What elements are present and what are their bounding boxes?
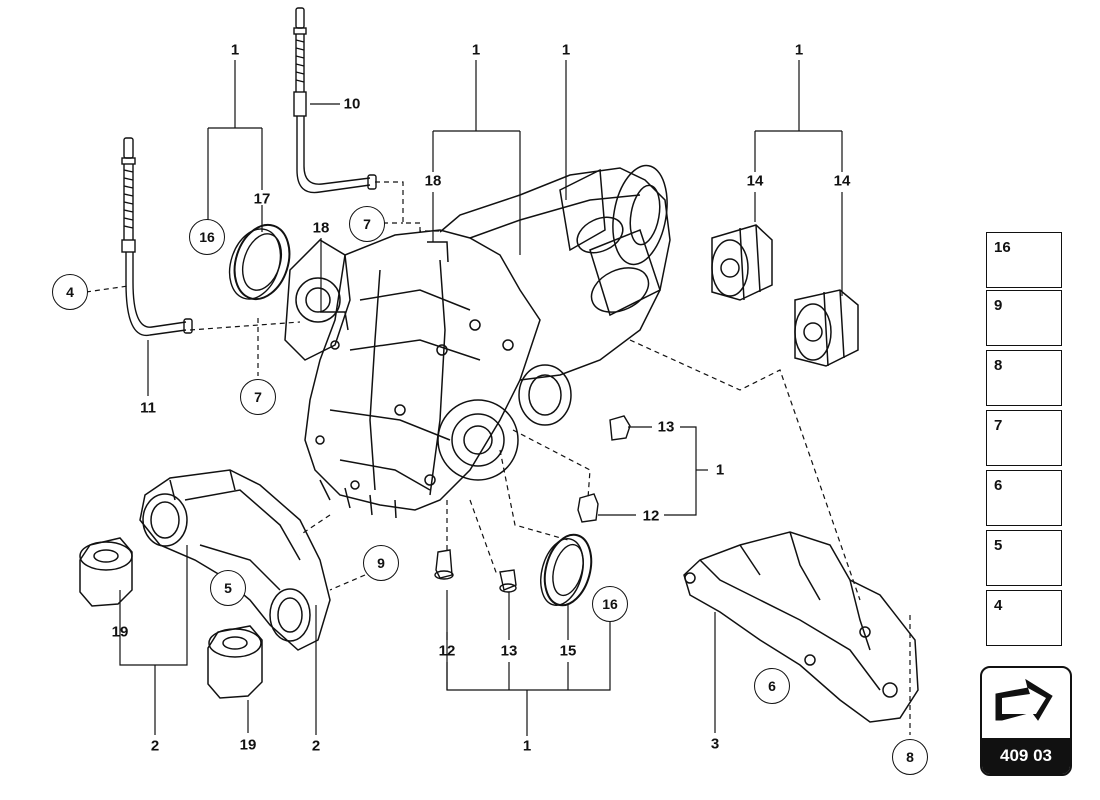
seal-ring-15: [540, 533, 593, 607]
gearbox-housing: [284, 164, 671, 519]
mount-19-upper: [79, 537, 133, 607]
circled-callout-4: 4: [52, 274, 88, 310]
direction-arrow-icon: [995, 678, 1053, 721]
legend-item: 9: [986, 290, 1062, 346]
page-badge: 409 03: [980, 666, 1072, 776]
callout-12: 12: [642, 507, 660, 525]
callout-10: 10: [343, 95, 361, 113]
legend-item: 4: [986, 590, 1062, 646]
callout-1: 1: [471, 41, 481, 59]
page-code: 409 03: [982, 738, 1070, 774]
plugs: [434, 415, 631, 593]
callout-12: 12: [438, 642, 456, 660]
callout-14: 14: [746, 172, 764, 190]
legend-number: 16: [994, 239, 1011, 256]
legend-item: 6: [986, 470, 1062, 526]
legend-number: 5: [994, 537, 1003, 554]
callout-18: 18: [424, 172, 442, 190]
bracket-3: [683, 531, 919, 723]
mount-14-lower: [794, 289, 859, 367]
legend-item: 7: [986, 410, 1062, 466]
legend-item: 5: [986, 530, 1062, 586]
callout-14: 14: [833, 172, 851, 190]
callout-15: 15: [559, 642, 577, 660]
legend-number: 6: [994, 477, 1003, 494]
legend-number: 9: [994, 297, 1003, 314]
circled-callout-6: 6: [754, 668, 790, 704]
bracket-2: [139, 469, 331, 651]
circled-callout-9: 9: [363, 545, 399, 581]
callout-1: 1: [794, 41, 804, 59]
circled-callout-7: 7: [349, 206, 385, 242]
callout-18: 18: [312, 219, 330, 237]
circled-callout-5: 5: [210, 570, 246, 606]
legend-item: 16: [986, 232, 1062, 288]
hose-10: [293, 7, 377, 194]
leader-lines: [119, 60, 843, 736]
callout-3: 3: [710, 735, 720, 753]
callout-17: 17: [253, 190, 271, 208]
callout-2: 2: [311, 737, 321, 755]
hose-11: [121, 137, 193, 337]
callout-19: 19: [239, 736, 257, 754]
seal-ring-17: [228, 223, 291, 301]
callout-11: 11: [140, 399, 156, 417]
legend-item: 8: [986, 350, 1062, 406]
legend-number: 7: [994, 417, 1003, 434]
callout-1: 1: [230, 41, 240, 59]
callout-1: 1: [522, 737, 532, 755]
legend-number: 4: [994, 597, 1003, 614]
dashed-lines: [85, 181, 911, 735]
callout-13: 13: [500, 642, 518, 660]
callout-1: 1: [561, 41, 571, 59]
legend-number: 8: [994, 357, 1003, 374]
circled-callout-8: 8: [892, 739, 928, 775]
callout-13: 13: [657, 418, 675, 436]
circled-callout-16: 16: [592, 586, 628, 622]
circled-callout-16: 16: [189, 219, 225, 255]
callout-2: 2: [150, 737, 160, 755]
mount-14-upper: [711, 224, 773, 301]
mount-19-lower: [207, 625, 263, 699]
callout-19: 19: [111, 623, 129, 641]
circled-callout-7: 7: [240, 379, 276, 415]
callout-1: 1: [715, 461, 725, 479]
